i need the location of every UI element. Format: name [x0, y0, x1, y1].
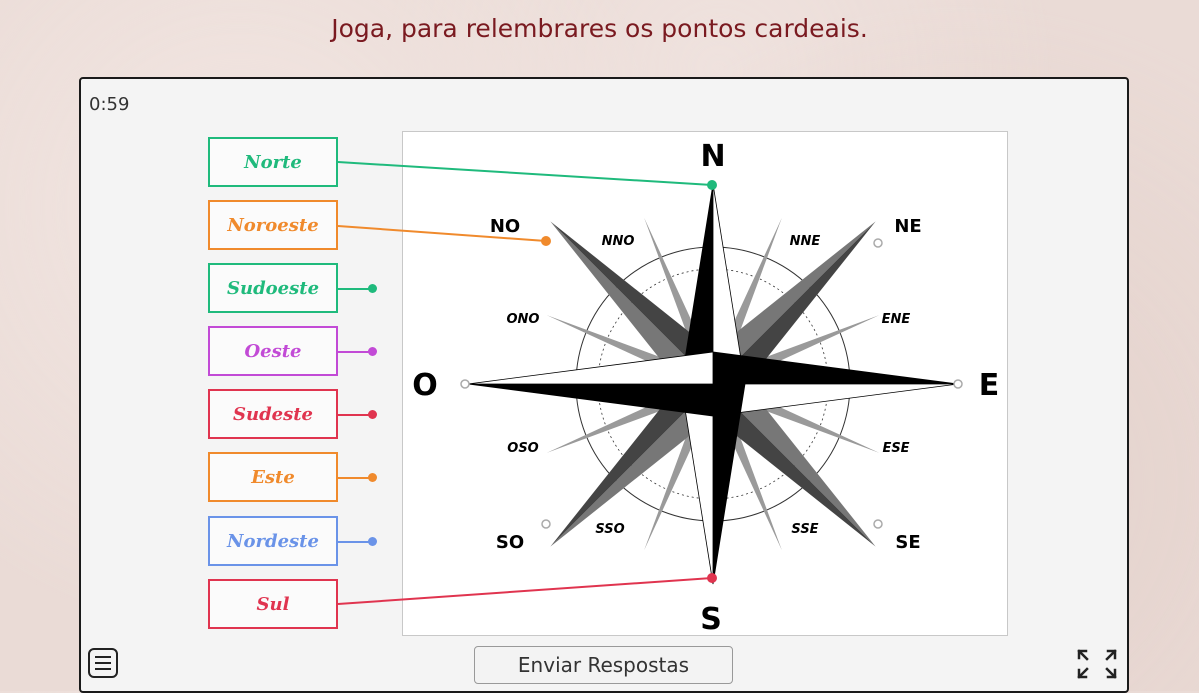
label-se: SE — [895, 532, 920, 553]
drag-handle-sudoeste[interactable] — [368, 284, 377, 293]
connection-sul — [337, 577, 713, 605]
handle-line — [338, 477, 370, 479]
endpoint-noroeste[interactable] — [541, 236, 551, 246]
label-nne: NNE — [790, 234, 821, 249]
label-sso: SSO — [595, 522, 624, 537]
label-text: Noroeste — [227, 214, 319, 236]
label-text: Sul — [256, 593, 290, 615]
anchor-ne[interactable] — [873, 238, 883, 248]
label-o: O — [412, 368, 438, 403]
label-no: NO — [490, 216, 520, 237]
label-text: Oeste — [244, 340, 302, 362]
label-ono: ONO — [507, 312, 540, 327]
fullscreen-icon[interactable] — [1076, 648, 1118, 680]
anchor-o[interactable] — [460, 379, 470, 389]
label-oso: OSO — [507, 441, 538, 456]
label-s: S — [700, 602, 722, 635]
label-text: Este — [251, 466, 295, 488]
label-noroeste[interactable]: Noroeste — [208, 200, 338, 250]
anchor-e[interactable] — [953, 379, 963, 389]
drag-handle-este[interactable] — [368, 473, 377, 482]
submit-button[interactable]: Enviar Respostas — [474, 646, 733, 684]
label-sul[interactable]: Sul — [208, 579, 338, 629]
drag-handle-sudeste[interactable] — [368, 410, 377, 419]
label-text: Norte — [244, 151, 302, 173]
label-ene: ENE — [882, 312, 911, 327]
timer: 0:59 — [89, 94, 130, 115]
label-text: Nordeste — [227, 530, 319, 552]
label-text: Sudoeste — [226, 277, 320, 299]
label-sudeste[interactable]: Sudeste — [208, 389, 338, 439]
label-oeste[interactable]: Oeste — [208, 326, 338, 376]
label-ese: ESE — [882, 441, 909, 456]
page-title: Joga, para relembrares os pontos cardeai… — [331, 14, 868, 43]
anchor-so[interactable] — [541, 519, 551, 529]
label-ne: NE — [894, 216, 921, 237]
compass-rose: N S E O NO NE SO SE NNO NNE ONO ENE OSO … — [412, 139, 1000, 637]
label-este[interactable]: Este — [208, 452, 338, 502]
label-n: N — [700, 139, 725, 174]
label-sudoeste[interactable]: Sudoeste — [208, 263, 338, 313]
anchor-se[interactable] — [873, 519, 883, 529]
handle-line — [338, 351, 370, 353]
endpoint-sul[interactable] — [707, 573, 717, 583]
connection-norte — [337, 161, 713, 186]
label-text: Sudeste — [232, 403, 314, 425]
label-so: SO — [496, 532, 524, 553]
label-norte[interactable]: Norte — [208, 137, 338, 187]
drag-handle-nordeste[interactable] — [368, 537, 377, 546]
label-nordeste[interactable]: Nordeste — [208, 516, 338, 566]
label-sse: SSE — [791, 522, 818, 537]
label-nno: NNO — [602, 234, 635, 249]
label-e: E — [979, 368, 1000, 403]
handle-line — [338, 288, 370, 290]
handle-line — [338, 541, 370, 543]
menu-icon[interactable] — [88, 648, 118, 678]
handle-line — [338, 414, 370, 416]
drag-handle-oeste[interactable] — [368, 347, 377, 356]
connection-noroeste — [337, 225, 547, 242]
endpoint-norte[interactable] — [707, 180, 717, 190]
compass-area: N S E O NO NE SO SE NNO NNE ONO ENE OSO … — [402, 131, 1008, 637]
